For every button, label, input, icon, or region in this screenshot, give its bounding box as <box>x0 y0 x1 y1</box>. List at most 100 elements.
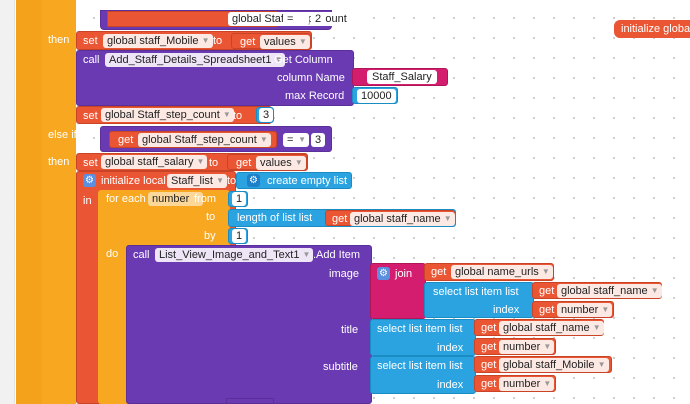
name-dropdown[interactable]: global staff_name▼ <box>499 321 604 335</box>
image-label: image <box>329 268 359 280</box>
to-label: to <box>227 175 237 187</box>
set-staff-mobile-block[interactable]: set global staff_Mobile▼ to get values▼ <box>76 31 312 50</box>
set-label: set <box>83 35 98 47</box>
get-urls-block[interactable]: get global name_urls▼ <box>424 263 554 281</box>
if-block[interactable] <box>42 0 76 404</box>
in-label: in <box>83 195 92 207</box>
select-list-item-block[interactable]: select list item list index <box>370 319 476 356</box>
var-dropdown[interactable]: global staff_Mobile▼ <box>103 34 213 48</box>
get-number-block[interactable]: get number▼ <box>474 338 556 355</box>
add-item-block[interactable]: call List_View_Image_and_Text1▼ .Add Ite… <box>126 245 372 404</box>
by-label: by <box>204 230 216 242</box>
column-name-label: column Name <box>277 72 345 84</box>
initialize-global-block[interactable]: initialize global <box>614 20 690 38</box>
local-var-field[interactable]: Staff_list▼ <box>167 174 227 188</box>
to-label: to <box>206 211 216 223</box>
num-field[interactable]: 2 <box>311 12 326 26</box>
get-label: get <box>236 157 252 169</box>
op-dropdown[interactable]: = <box>283 12 309 26</box>
then-label: then <box>48 156 70 168</box>
get-dropdown[interactable]: values▼ <box>256 156 306 170</box>
index-label: index <box>437 379 464 391</box>
get-number-block[interactable]: get number▼ <box>532 301 614 318</box>
get-label: get <box>481 341 497 353</box>
length-label: length of list list <box>237 212 313 224</box>
number-block[interactable]: 10000 <box>352 87 398 104</box>
compare-block-partial[interactable]: global Staff_step_count = 2 <box>100 10 361 30</box>
var-dropdown[interactable]: global staff_salary▼ <box>101 155 208 169</box>
set-step-count-block[interactable]: set global Staff_step_count▼ to <box>76 106 272 124</box>
num-field[interactable]: 3 <box>259 108 274 122</box>
get-label: get <box>240 36 256 48</box>
select-list-item-block[interactable]: select list item list index <box>370 356 476 394</box>
index-label: index <box>437 342 464 354</box>
number-block[interactable]: 3 <box>256 107 274 123</box>
join-block[interactable]: ⚙ join <box>370 263 426 319</box>
else-if-label: else if <box>48 129 77 141</box>
get-mobile-block[interactable]: get global staff_Mobile▼ <box>474 356 612 373</box>
then-label: then <box>48 34 70 46</box>
urls-dropdown[interactable]: global name_urls▼ <box>451 265 553 279</box>
call-label: call <box>133 249 150 261</box>
loop-var-field[interactable]: number <box>148 192 204 206</box>
compare-block[interactable]: get global Staff_step_count▼ =▼ 3 <box>100 126 332 152</box>
initialize-global-label: initialize global <box>621 23 690 35</box>
select-label: select list item list <box>377 360 463 372</box>
title-label: title <box>341 324 359 336</box>
gear-icon[interactable]: ⚙ <box>83 174 96 187</box>
set-staff-salary-block[interactable]: set global staff_salary▼ to get values▼ <box>76 153 308 171</box>
number-dropdown[interactable]: number▼ <box>557 303 613 317</box>
method-label: .Add Item <box>313 249 361 261</box>
create-empty-list-block[interactable]: ⚙ create empty list <box>236 172 352 189</box>
select-label: select list item list <box>433 286 519 298</box>
set-label: set <box>83 157 98 169</box>
index-label: index <box>493 304 520 316</box>
get-name-block[interactable]: get global staff_name▼ <box>474 319 604 336</box>
by-num[interactable]: 1 <box>232 229 247 243</box>
list-var-dropdown[interactable]: global staff_name▼ <box>350 212 455 226</box>
mobile-dropdown[interactable]: global staff_Mobile▼ <box>499 358 609 372</box>
call-label: call <box>83 54 100 66</box>
set-label: set <box>83 110 98 122</box>
get-label: get <box>539 285 555 297</box>
num-field[interactable]: 3 <box>311 133 326 147</box>
get-name-block[interactable]: get global staff_name▼ <box>532 282 662 299</box>
number-block[interactable]: 1 <box>228 228 248 244</box>
from-label: from <box>194 193 216 205</box>
select-label: select list item list <box>377 323 463 335</box>
to-label: to <box>209 157 219 169</box>
component-dropdown[interactable]: List_View_Image_and_Text1▼ <box>155 248 314 262</box>
component-dropdown[interactable]: Add_Staff_Details_Spreadsheet1▼ <box>105 53 286 67</box>
get-label: get <box>539 304 555 316</box>
get-number-block[interactable]: get number▼ <box>474 375 556 392</box>
column-name-field[interactable]: Staff_Salary <box>367 70 437 84</box>
get-label: get <box>481 359 497 371</box>
next-block-partial[interactable] <box>226 398 274 404</box>
op-dropdown[interactable]: =▼ <box>283 133 309 147</box>
gear-icon[interactable]: ⚙ <box>247 174 260 187</box>
method-label: .Get Column <box>271 54 333 66</box>
to-label: to <box>233 110 243 122</box>
get-label: get <box>481 322 497 334</box>
number-block[interactable]: 1 <box>228 191 248 207</box>
var-dropdown[interactable]: global Staff_step_count▼ <box>101 108 234 122</box>
join-label: join <box>395 268 413 280</box>
get-label: get <box>118 134 134 146</box>
get-label: get <box>332 213 348 225</box>
number-dropdown[interactable]: number▼ <box>499 340 555 354</box>
gear-icon[interactable]: ⚙ <box>377 267 390 280</box>
procedure-block[interactable] <box>16 0 42 404</box>
name-dropdown[interactable]: global staff_name▼ <box>557 284 662 298</box>
select-list-item-block[interactable]: select list item list index <box>424 282 534 318</box>
get-column-block[interactable]: call Add_Staff_Details_Spreadsheet1▼ .Ge… <box>76 50 354 106</box>
do-label: do <box>106 248 119 260</box>
create-label: create empty list <box>267 175 348 187</box>
max-record-field[interactable]: 10000 <box>357 89 396 103</box>
get-dropdown[interactable]: values▼ <box>260 35 310 49</box>
number-dropdown[interactable]: number▼ <box>499 377 555 391</box>
text-block[interactable]: Staff_Salary <box>352 68 448 86</box>
from-num[interactable]: 1 <box>232 192 247 206</box>
length-of-list-block[interactable]: length of list list get global staff_nam… <box>228 209 456 227</box>
var-dropdown[interactable]: global Staff_step_count▼ <box>138 133 271 147</box>
